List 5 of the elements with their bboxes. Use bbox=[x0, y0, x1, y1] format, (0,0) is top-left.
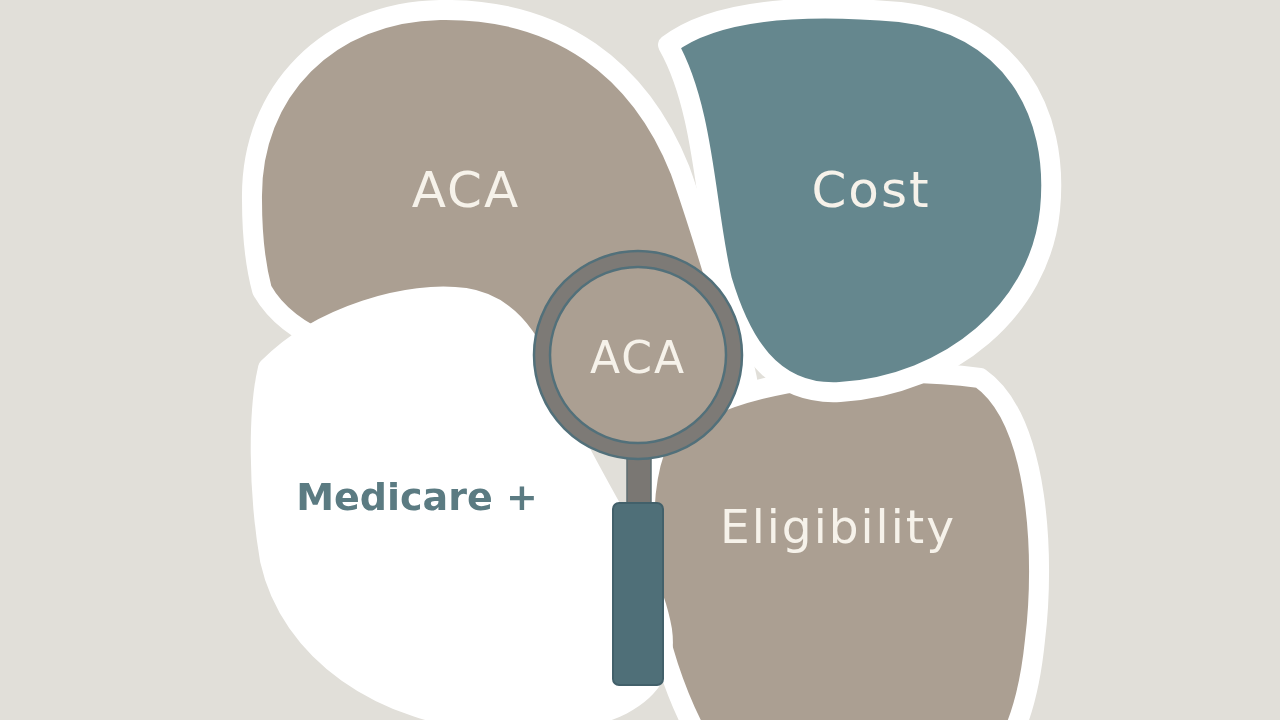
lens-label: ACA bbox=[589, 333, 687, 383]
blob-label: Medicare + bbox=[296, 477, 538, 519]
blob-label: Cost bbox=[811, 162, 931, 218]
blob-label: Eligibility bbox=[720, 501, 956, 553]
blob-label: ACA bbox=[411, 162, 521, 218]
